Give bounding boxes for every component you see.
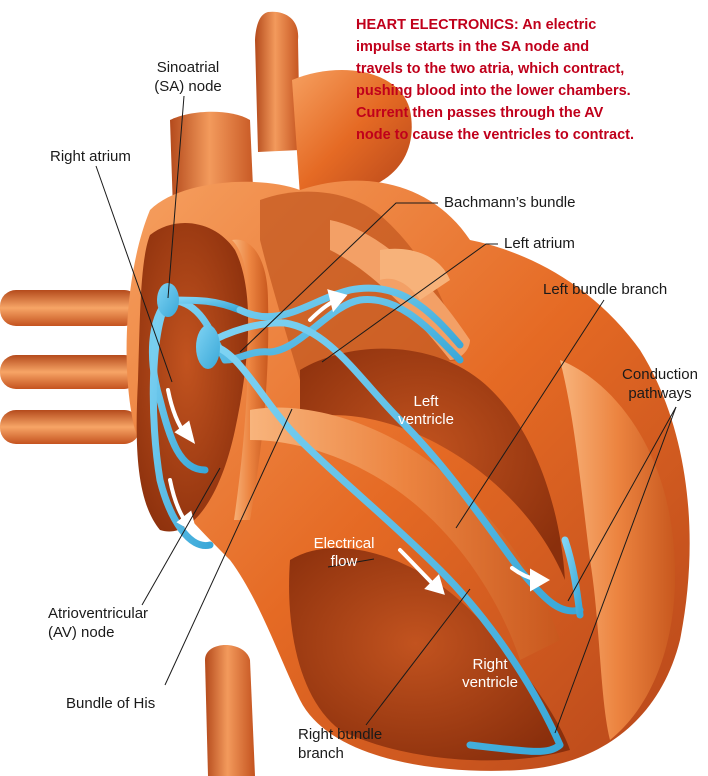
caption-line: Current then passes through the AV: [356, 102, 708, 124]
label-bachmanns-bundle: Bachmann’s bundle: [444, 193, 575, 212]
label-av-node: Atrioventricular (AV) node: [48, 604, 148, 642]
av-node-shape: [196, 325, 220, 369]
caption-text: HEART ELECTRONICS: An electric impulse s…: [356, 14, 708, 146]
label-right-atrium: Right atrium: [50, 147, 131, 166]
label-sa-node: Sinoatrial (SA) node: [134, 58, 242, 96]
caption-line: impulse starts in the SA node and: [356, 36, 708, 58]
pulmonary-vein-bottom: [0, 410, 140, 444]
label-line: Right: [442, 656, 538, 674]
label-left-atrium: Left atrium: [504, 234, 575, 253]
label-line: (AV) node: [48, 623, 148, 642]
label-electrical-flow: Electrical flow: [296, 535, 392, 571]
caption-line: HEART ELECTRONICS: An electric: [356, 14, 708, 36]
label-line: ventricle: [386, 411, 466, 429]
label-line: Sinoatrial: [134, 58, 242, 77]
label-line: Electrical: [296, 535, 392, 553]
label-line: Right bundle: [298, 725, 382, 744]
caption-line: pushing blood into the lower chambers.: [356, 80, 708, 102]
label-line: ventricle: [442, 674, 538, 692]
label-line: Atrioventricular: [48, 604, 148, 623]
caption-line: travels to the two atria, which contract…: [356, 58, 708, 80]
label-line: branch: [298, 744, 382, 763]
label-line: Left: [386, 393, 466, 411]
label-left-ventricle: Left ventricle: [386, 393, 466, 429]
label-line: pathways: [612, 384, 708, 403]
label-right-bundle-branch: Right bundle branch: [298, 725, 382, 763]
inferior-vena-cava: [205, 645, 255, 776]
label-line: (SA) node: [134, 77, 242, 96]
pulmonary-vein-middle: [0, 355, 140, 389]
label-line: Conduction: [612, 365, 708, 384]
pulmonary-vein-top: [0, 290, 140, 326]
caption-line: node to cause the ventricles to contract…: [356, 124, 708, 146]
sa-node-shape: [157, 283, 179, 317]
label-conduction-pathways: Conduction pathways: [612, 365, 708, 403]
label-right-ventricle: Right ventricle: [442, 656, 538, 692]
label-bundle-of-his: Bundle of His: [66, 694, 155, 713]
label-line: flow: [296, 553, 392, 571]
label-left-bundle-branch: Left bundle branch: [543, 280, 667, 299]
